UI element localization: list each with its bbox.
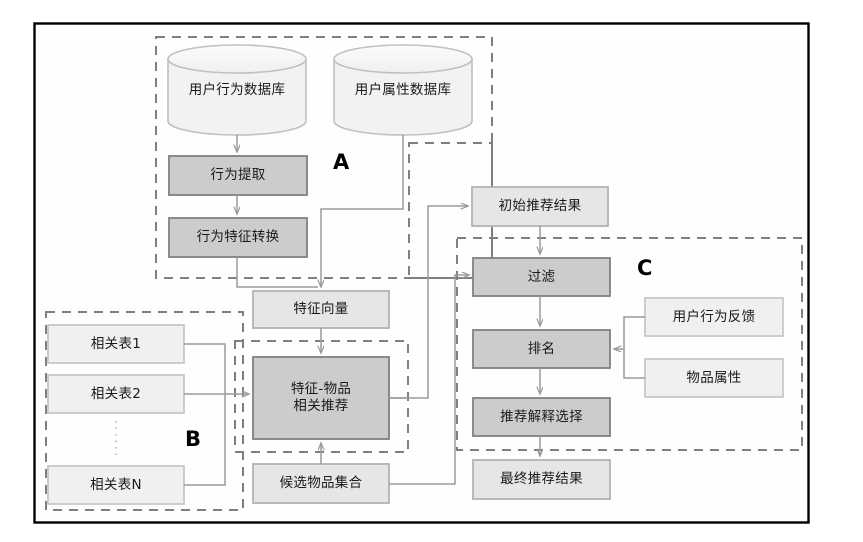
initial-recommendation-shape [471, 186, 609, 227]
edge-table1-to-bus [184, 343, 226, 396]
item-attribute-shape [644, 358, 784, 398]
edge-candidate-to-filter-loop [389, 275, 469, 485]
group-a-letter: A [333, 150, 350, 174]
edge-feedback-to-ranking [614, 316, 645, 349]
relation-table-n-shape [47, 465, 185, 505]
edge-attributedb-to-featurevector [320, 135, 404, 287]
ranking-shape [472, 329, 611, 369]
group-b-dashed-box [45, 311, 244, 511]
behavior-feature-transform-shape [168, 217, 308, 258]
relation-table-1-shape [47, 324, 185, 364]
relation-table-2-shape [47, 374, 185, 414]
behavior-extraction-shape [168, 155, 308, 196]
user-behavior-feedback-shape [644, 297, 784, 337]
edge-itemattribute-to-ranking [623, 349, 645, 379]
feature-item-recommend-shape [252, 356, 390, 440]
edge-tablen-to-bus [184, 396, 226, 486]
group-c-dashed-box [456, 237, 803, 451]
filter-shape [472, 257, 611, 297]
final-recommendation-shape [472, 459, 611, 500]
user-attribute-db-shape [333, 44, 473, 136]
feature-vector-shape [252, 290, 390, 329]
edge-transform-to-featurevector [236, 257, 318, 288]
edge-recommend-to-initial [389, 206, 468, 399]
group-b-letter: B [185, 427, 202, 451]
group-c-letter: C [637, 256, 653, 280]
user-behavior-db-shape [167, 44, 307, 136]
candidate-item-set-shape [252, 463, 390, 504]
explanation-selection-shape [472, 397, 611, 437]
